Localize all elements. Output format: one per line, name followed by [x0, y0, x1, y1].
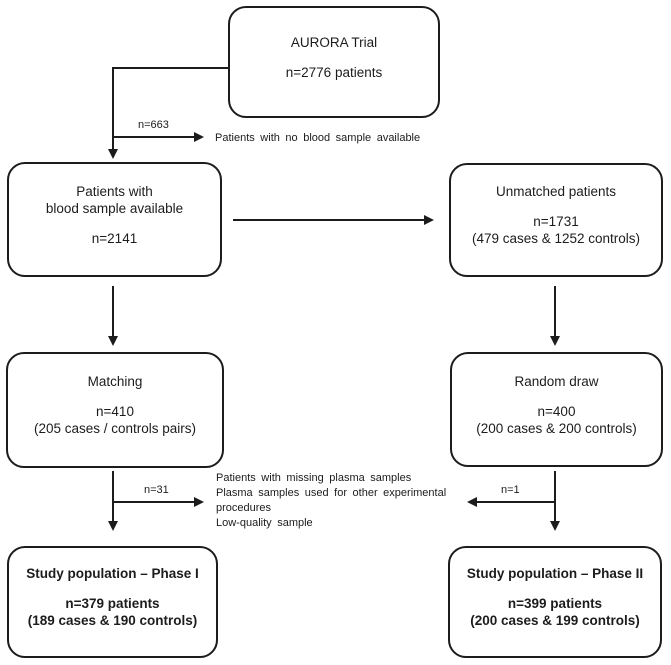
arrowhead-down-to-blood-box-icon — [108, 149, 118, 159]
connector-aurora-elbow-vertical — [112, 67, 114, 149]
exclusion-reason-line3: procedures — [216, 502, 272, 514]
box-matching: Matching n=410 (205 cases / controls pai… — [6, 352, 224, 468]
box-random-draw-count: n=400 — [537, 403, 576, 419]
arrowhead-right-to-unmatched-icon — [424, 215, 434, 225]
box-phase2-count: n=399 patients — [507, 596, 603, 611]
label-n31: n=31 — [144, 484, 169, 496]
arrowhead-down-to-phase2-icon — [550, 521, 560, 531]
connector-random-to-phase2 — [554, 471, 556, 521]
exclusion-reason-line4: Low-quality sample — [216, 517, 313, 529]
exclusion-reason-line2: Plasma samples used for other experiment… — [216, 487, 447, 499]
connector-unmatched-to-random — [554, 286, 556, 336]
box-phase2-detail: (200 cases & 199 controls) — [470, 613, 640, 628]
arrowhead-right-n663-icon — [194, 132, 204, 142]
connector-aurora-elbow-horizontal — [112, 67, 228, 69]
connector-blood-to-matching — [112, 286, 114, 336]
box-matching-detail: (205 cases / controls pairs) — [33, 421, 197, 436]
arrowhead-down-to-phase1-icon — [108, 521, 118, 531]
box-aurora-trial-title: AURORA Trial — [290, 34, 378, 50]
box-matching-title: Matching — [87, 374, 143, 389]
label-n663: n=663 — [138, 119, 169, 131]
label-no-blood-sample: Patients with no blood sample available — [215, 132, 421, 144]
box-aurora-trial: AURORA Trial n=2776 patients — [228, 6, 440, 118]
box-phase1-detail: (189 cases & 190 controls) — [27, 613, 198, 628]
connector-blood-to-unmatched — [233, 219, 424, 221]
box-phase1-count: n=379 patients — [65, 596, 160, 611]
exclusion-reason-line1: Patients with missing plasma samples — [216, 472, 412, 484]
box-random-draw: Random draw n=400 (200 cases & 200 contr… — [450, 352, 663, 467]
box-unmatched-patients: Unmatched patients n=1731 (479 cases & 1… — [449, 163, 663, 277]
box-phase1-title: Study population – Phase I — [26, 566, 199, 581]
box-blood-count: n=2141 — [91, 230, 138, 246]
box-blood-sample-available: Patients with blood sample available n=2… — [7, 162, 222, 277]
box-random-draw-detail: (200 cases & 200 controls) — [476, 420, 637, 436]
box-unmatched-count: n=1731 — [533, 214, 579, 229]
box-study-population-phase2: Study population – Phase II n=399 patien… — [448, 546, 662, 658]
arrowhead-down-to-random-icon — [550, 336, 560, 346]
box-study-population-phase1: Study population – Phase I n=379 patient… — [7, 546, 218, 658]
arrowhead-right-n31-icon — [194, 497, 204, 507]
box-blood-title-line1: Patients with — [76, 183, 153, 199]
exclusion-reasons: Patients with missing plasma samples Pla… — [216, 471, 446, 531]
label-n1: n=1 — [501, 484, 520, 496]
box-unmatched-title: Unmatched patients — [495, 184, 617, 199]
box-random-draw-title: Random draw — [514, 373, 599, 389]
connector-n1-branch — [477, 501, 556, 503]
box-phase2-title: Study population – Phase II — [466, 566, 644, 581]
arrowhead-left-n1-icon — [467, 497, 477, 507]
box-matching-count: n=410 — [96, 404, 134, 419]
box-aurora-trial-count: n=2776 patients — [285, 64, 383, 80]
box-unmatched-detail: (479 cases & 1252 controls) — [471, 231, 641, 246]
box-blood-title-line2: blood sample available — [45, 200, 184, 216]
connector-n31-branch — [113, 501, 194, 503]
connector-n663-branch — [113, 136, 194, 138]
connector-matching-to-phase1 — [112, 471, 114, 521]
arrowhead-down-to-matching-icon — [108, 336, 118, 346]
